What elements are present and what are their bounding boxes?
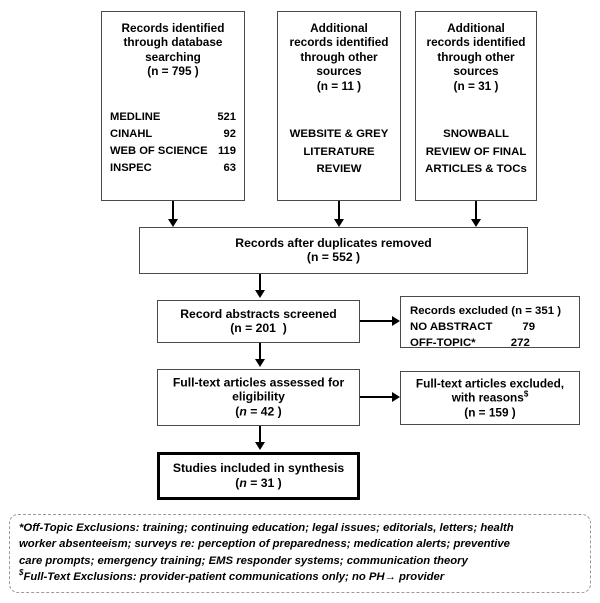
footnote-offtopic-line1: *Off-Topic Exclusions: training; continu… [19, 520, 581, 536]
arrowhead-box1-to-duplicates [167, 219, 178, 227]
excluded-reason-row: NO ABSTRACT 79 [410, 319, 561, 335]
footnote-fulltext-text: Full-Text Exclusions: provider-patient c… [23, 570, 445, 583]
footnote-fulltext-marker: $ [19, 568, 24, 578]
abstracts-screened-count: (n = 201 ) [162, 322, 355, 337]
source-row: CINAHL 92 [110, 126, 236, 143]
abstracts-screened-label: Record abstracts screened [180, 306, 337, 321]
database-box-count: (n = 795 ) [147, 64, 199, 79]
source-row: MEDLINE 521 [110, 109, 236, 126]
connector-screened-to-excluded [360, 320, 393, 323]
box-fulltext-articles-excluded: Full-text articles excluded, with reason… [400, 371, 580, 425]
excluded-reason-name: OFF-TOPIC* [410, 337, 476, 350]
connector-box2-to-duplicates [337, 201, 341, 220]
fulltext-excluded-superscript: $ [523, 389, 529, 399]
footnote-offtopic-text1: Off-Topic Exclusions: training; continui… [23, 522, 514, 534]
records-excluded-heading: Records excluded (n = 351 ) [410, 305, 561, 317]
database-box-line3: searching [145, 49, 201, 64]
arrowhead-screened-to-fulltext [254, 359, 265, 367]
other-box-1-line3: through other [300, 49, 378, 64]
studies-included-count: (n = 31 ) [164, 476, 353, 491]
source-name: MEDLINE [110, 111, 161, 123]
box-records-after-duplicates-removed: Records after duplicates removed (n = 55… [139, 227, 528, 274]
other-box-2-detail-line3: ARTICLES & TOCs [425, 163, 527, 176]
duplicates-removed-label: Records after duplicates removed [235, 235, 432, 250]
connector-duplicates-to-screened [258, 274, 262, 291]
connector-box3-to-duplicates [474, 201, 478, 220]
box-additional-records-website-grey: Additional records identified through ot… [277, 11, 401, 201]
source-value: 63 [223, 162, 236, 175]
box-record-abstracts-screened: Record abstracts screened (n = 201 ) [157, 300, 360, 343]
other-box-1-detail-line1: WEBSITE & GREY [289, 128, 389, 140]
footnote-offtopic-line2: worker absenteeism; surveys re: percepti… [19, 538, 510, 551]
source-name: INSPEC [110, 162, 152, 175]
box-studies-included-in-synthesis: Studies included in synthesis (n = 31 ) [157, 452, 360, 500]
connector-box1-to-duplicates [171, 201, 175, 220]
other-box-2-line4: sources [453, 64, 499, 79]
studies-included-count-open: ( [235, 476, 240, 490]
source-row: INSPEC 63 [110, 160, 236, 177]
other-box-1-detail-line3: REVIEW [316, 163, 362, 176]
arrowhead-box2-to-duplicates [333, 219, 344, 227]
excluded-reason-value: 79 [522, 321, 536, 334]
other-box-1-line2: records identified [289, 35, 389, 50]
duplicates-removed-count: (n = 552 ) [306, 250, 361, 265]
connector-fulltext-to-included [258, 426, 262, 443]
source-value: 119 [217, 145, 236, 158]
source-name: CINAHL [110, 128, 153, 141]
box-records-identified-database: Records identified through database sear… [101, 11, 245, 201]
other-box-2-detail-line2: REVIEW OF FINAL [425, 145, 527, 158]
database-box-line1: Records identified [121, 21, 225, 35]
fulltext-excluded-line1: Full-text articles excluded, [415, 376, 565, 391]
excluded-reason-value: 272 [510, 337, 530, 350]
source-row: WEB OF SCIENCE 119 [110, 143, 236, 160]
other-box-1-line4: sources [316, 64, 362, 79]
arrowhead-duplicates-to-screened [254, 290, 265, 298]
other-box-1-count: (n = 11 ) [316, 78, 362, 93]
fulltext-excluded-line2-wrap: with reasons$ [405, 389, 575, 405]
studies-included-count-rest: = 31 ) [246, 476, 282, 490]
other-box-2-count: (n = 31 ) [453, 78, 499, 93]
arrowhead-screened-to-excluded [392, 315, 400, 326]
arrowhead-box3-to-duplicates [470, 219, 481, 227]
studies-included-label: Studies included in synthesis [172, 461, 345, 476]
fulltext-excluded-count: (n = 159 ) [464, 405, 516, 420]
footnotes-panel: *Off-Topic Exclusions: training; continu… [9, 514, 591, 593]
excluded-reason-row: OFF-TOPIC* 272 [410, 335, 561, 351]
box-additional-records-snowball: Additional records identified through ot… [415, 11, 537, 201]
excluded-reason-name: NO ABSTRACT [410, 321, 493, 334]
fulltext-assessed-count-n: n [239, 404, 247, 419]
fulltext-excluded-line2: with reasons [451, 390, 524, 405]
connector-screened-to-fulltext [258, 343, 262, 360]
other-box-2-detail-line1: SNOWBALL [443, 128, 509, 140]
fulltext-assessed-count-rest: = 42 ) [246, 404, 282, 419]
arrowhead-fulltext-to-excluded [392, 391, 400, 402]
source-value: 92 [223, 128, 236, 141]
connector-fulltext-to-excluded [360, 396, 393, 399]
box-records-excluded: Records excluded (n = 351 ) NO ABSTRACT … [400, 296, 580, 351]
other-box-1-detail-line2: LITERATURE [303, 145, 375, 158]
studies-included-count-n: n [239, 476, 247, 490]
abstracts-screened-count-prefix: (n = 201 [230, 321, 276, 336]
other-box-2-line2: records identified [426, 35, 526, 50]
source-value: 521 [217, 111, 236, 123]
footnote-fulltext-line: $Full-Text Exclusions: provider-patient … [19, 569, 581, 585]
fulltext-assessed-count-open: ( [235, 404, 240, 419]
fulltext-assessed-line1: Full-text articles assessed for [172, 375, 345, 390]
other-box-2-line3: through other [437, 49, 515, 64]
box-fulltext-articles-assessed: Full-text articles assessed for eligibil… [157, 369, 360, 426]
fulltext-assessed-line2: eligibility [232, 390, 285, 405]
fulltext-assessed-count: (n = 42 ) [162, 405, 355, 420]
other-box-2-line1: Additional [447, 21, 505, 35]
other-box-1-line1: Additional [310, 21, 368, 35]
footnote-offtopic-line3: care prompts; emergency training; EMS re… [19, 554, 468, 567]
arrowhead-fulltext-to-included [254, 442, 265, 450]
database-box-line2: through database [123, 35, 223, 50]
footnote-offtopic-marker: * [19, 522, 24, 534]
source-name: WEB OF SCIENCE [110, 145, 208, 158]
abstracts-screened-count-suffix: ) [282, 321, 287, 336]
